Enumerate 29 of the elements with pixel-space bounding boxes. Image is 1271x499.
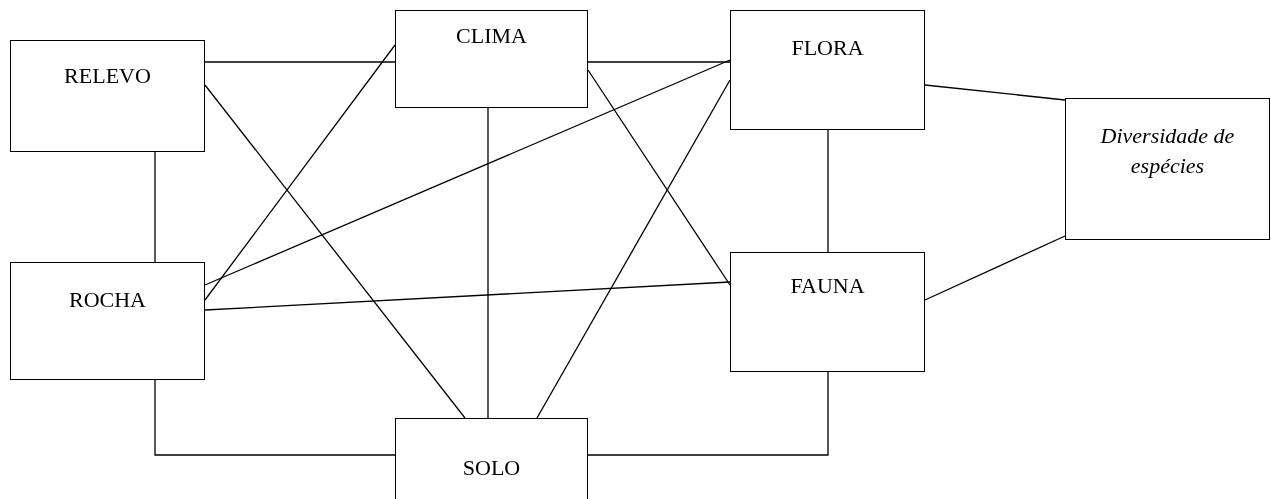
connector-line bbox=[204, 59, 731, 286]
connector-line bbox=[587, 69, 731, 286]
box-label: ROCHA bbox=[68, 286, 147, 314]
connector-line bbox=[587, 371, 829, 456]
concept-box bbox=[395, 418, 588, 499]
box-label: FAUNA bbox=[789, 272, 866, 300]
box-label: RELEVO bbox=[63, 62, 152, 90]
concept-box bbox=[395, 10, 588, 108]
connector-line bbox=[924, 235, 1066, 301]
concept-box bbox=[730, 252, 925, 372]
connector-line bbox=[487, 107, 489, 419]
connector-line bbox=[587, 61, 731, 63]
connector-line bbox=[924, 84, 1066, 101]
box-label: SOLO bbox=[461, 454, 522, 482]
connector-line bbox=[536, 79, 731, 419]
concept-box bbox=[10, 262, 205, 380]
concept-box bbox=[1065, 98, 1270, 240]
connector-line bbox=[204, 84, 466, 419]
connector-line bbox=[827, 129, 829, 253]
box-label: CLIMA bbox=[455, 22, 528, 50]
connector-line bbox=[204, 281, 731, 311]
concept-box bbox=[730, 10, 925, 130]
concept-box bbox=[10, 40, 205, 152]
box-label: Diversidade de espécies bbox=[1099, 122, 1236, 180]
connector-line bbox=[204, 44, 396, 301]
connector-line bbox=[154, 151, 156, 263]
connector-line bbox=[204, 61, 396, 63]
connector-line bbox=[154, 379, 396, 456]
box-label: FLORA bbox=[790, 34, 865, 62]
